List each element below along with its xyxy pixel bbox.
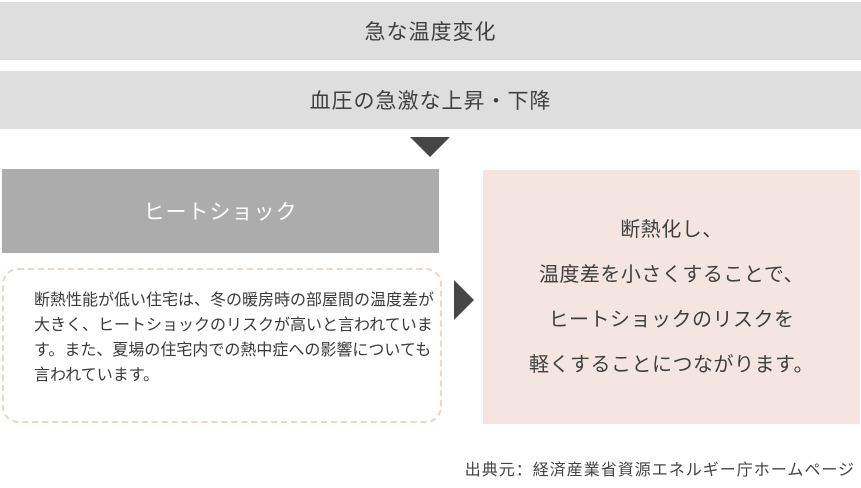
description-text: 断熱性能が低い住宅は、冬の暖房時の部屋間の温度差が大きく、ヒートショックのリスク… (34, 290, 435, 384)
solution-line-4: 軽くすることにつながります。 (529, 352, 814, 376)
solution-line-1: 断熱化し、 (620, 217, 723, 241)
step1-label: 急な温度変化 (364, 20, 497, 44)
arrow-right-icon (454, 280, 474, 320)
heat-shock-box: ヒートショック (2, 169, 439, 253)
step-blood-pressure-change: 血圧の急激な上昇・下降 (0, 71, 861, 129)
solution-line-2: 温度差を小さくすることで、 (538, 262, 805, 286)
source-citation: 出典元：経済産業省資源エネルギー庁ホームページ (464, 460, 855, 479)
step-sudden-temperature-change: 急な温度変化 (0, 2, 861, 60)
solution-text: 断熱化し、 温度差を小さくすることで、 ヒートショックのリスクを 軽くすることに… (529, 207, 814, 387)
step2-label: 血圧の急激な上昇・下降 (309, 89, 552, 113)
arrow-down-icon (410, 137, 450, 157)
description-dashed-box (2, 268, 442, 423)
solution-box: 断熱化し、 温度差を小さくすることで、 ヒートショックのリスクを 軽くすることに… (483, 170, 860, 424)
heat-shock-label: ヒートショック (143, 200, 298, 224)
solution-line-3: ヒートショックのリスクを (548, 307, 795, 331)
